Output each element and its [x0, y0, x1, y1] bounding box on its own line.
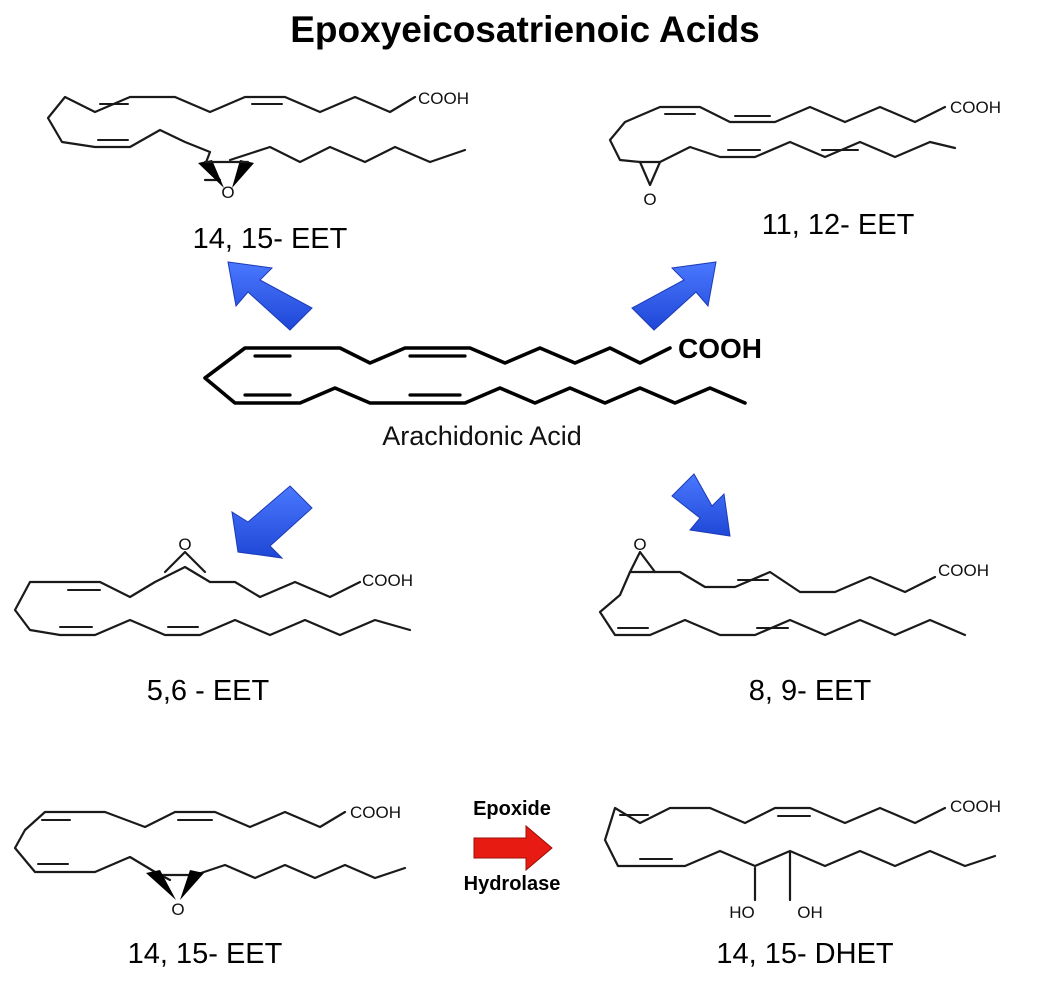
- cooh-group: COOH: [938, 561, 989, 580]
- cooh-group: COOH: [950, 797, 1001, 816]
- hydrolase-arrow: [473, 824, 553, 872]
- enzyme-label-line2: Hydrolase: [464, 873, 561, 895]
- pathway-arrow-up-right: [631, 261, 717, 331]
- hydroxyl-right: OH: [797, 903, 823, 922]
- eet-11-12-structure: O COOH: [608, 98, 1001, 209]
- pathway-arrow-up-left: [227, 261, 313, 331]
- arachidonic-acid-structure: COOH: [203, 333, 762, 405]
- cooh-group: COOH: [678, 333, 762, 364]
- hydroxyl-left: HO: [729, 903, 755, 922]
- pathway-arrow-down-left: [231, 485, 313, 559]
- oxygen-atom: O: [178, 535, 191, 554]
- cooh-group: COOH: [418, 89, 469, 108]
- reaction-substrate-label: 14, 15- EET: [128, 938, 283, 970]
- cooh-group: COOH: [350, 803, 401, 822]
- dhet-14-15-structure: HO OH COOH: [603, 797, 1001, 922]
- eet-5-6-label: 5,6 - EET: [147, 675, 270, 707]
- eet-14-15-label: 14, 15- EET: [193, 223, 348, 255]
- oxygen-atom: O: [633, 535, 646, 554]
- oxygen-atom: O: [171, 900, 184, 919]
- eet-5-6-structure: O COOH: [13, 535, 413, 637]
- arachidonic-acid-label: Arachidonic Acid: [382, 421, 582, 451]
- cooh-group: COOH: [950, 98, 1001, 117]
- pathway-arrow-down-right: [671, 473, 731, 537]
- eet-14-15-structure: O COOH: [46, 89, 469, 202]
- diagram-title: Epoxyeicosatrienoic Acids: [290, 9, 760, 50]
- reaction-substrate-structure: O COOH: [13, 803, 407, 919]
- cooh-group: COOH: [362, 571, 413, 590]
- eet-8-9-label: 8, 9- EET: [749, 675, 872, 707]
- oxygen-atom: O: [643, 190, 656, 209]
- dhet-14-15-label: 14, 15- DHET: [716, 938, 894, 970]
- eet-11-12-label: 11, 12- EET: [762, 209, 915, 241]
- enzyme-label-line1: Epoxide: [473, 798, 551, 820]
- oxygen-atom: O: [221, 183, 234, 202]
- eet-8-9-structure: O COOH: [598, 535, 989, 637]
